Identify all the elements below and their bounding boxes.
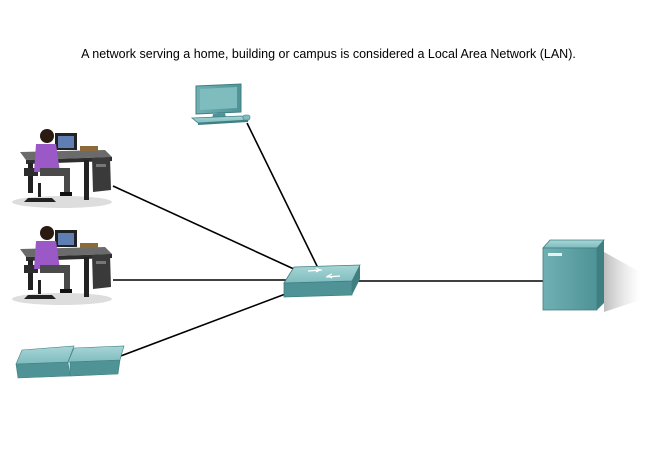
monitor-icon	[190, 83, 251, 125]
switch-icon	[283, 264, 361, 298]
link-desktop-switch	[246, 122, 319, 269]
person-at-desk-icon	[12, 226, 112, 305]
person-at-desk-icon	[12, 129, 112, 208]
link-workstation1-switch	[112, 185, 297, 271]
diagram-caption: A network serving a home, building or ca…	[81, 47, 576, 61]
phone-icon	[15, 345, 125, 379]
server-icon	[542, 239, 640, 312]
link-phones-switch	[117, 289, 297, 358]
network-links	[112, 122, 543, 358]
